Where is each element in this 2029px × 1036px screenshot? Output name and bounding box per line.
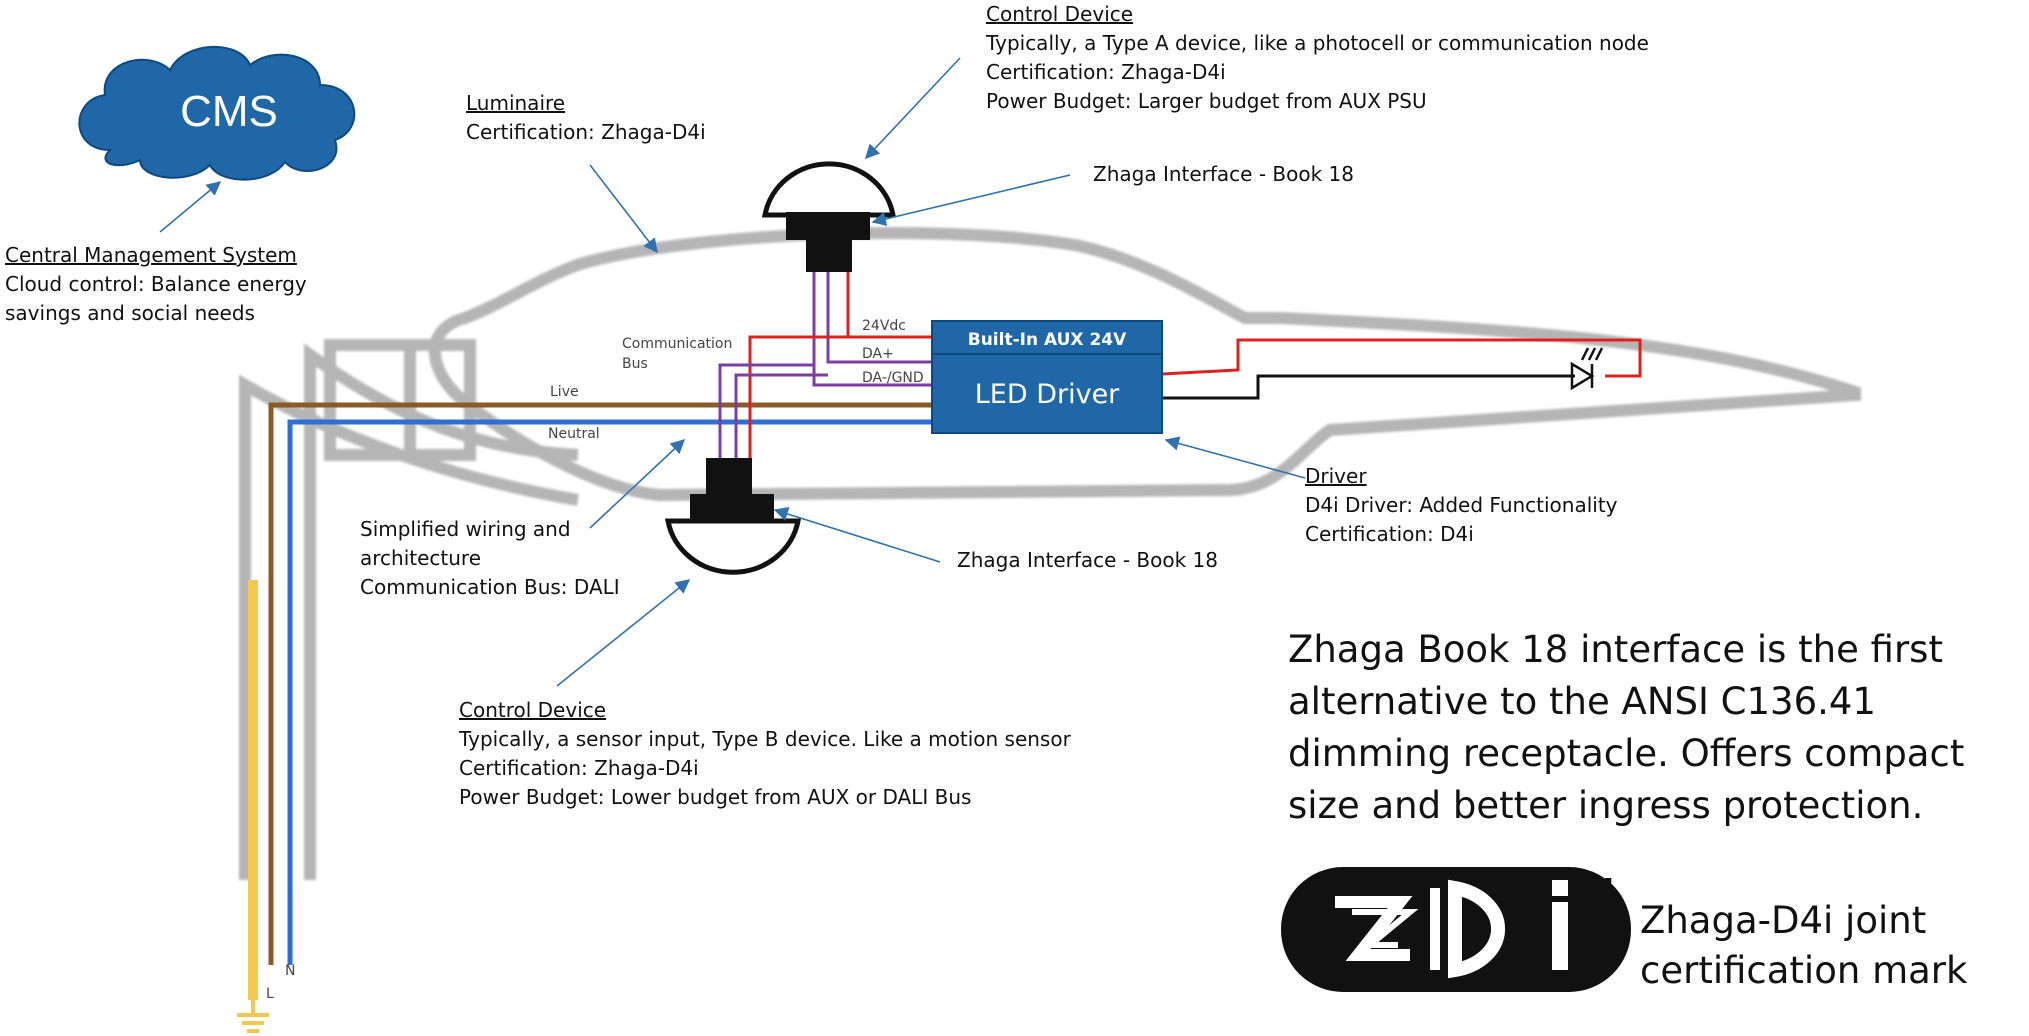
central-heading: Central Management System [5, 243, 297, 267]
top-control-line-2: Certification: Zhaga-D4i [986, 60, 1226, 84]
statement-text: Zhaga Book 18 interface is the first alt… [1288, 628, 1965, 827]
bottom-control-line-1: Typically, a sensor input, Type B device… [459, 727, 1071, 751]
bottom-control-callout: Control Device Typically, a sensor input… [459, 696, 1071, 812]
label-da-gnd: DA-/GND [862, 370, 924, 386]
driver-label: LED Driver [975, 379, 1120, 410]
live-wire [268, 402, 932, 965]
central-line-1: Cloud control: Balance energy [5, 272, 307, 296]
cms-label: CMS [180, 87, 278, 136]
simplified-line-1: Simplified wiring and [360, 517, 571, 541]
simplified-line-2: architecture [360, 546, 482, 570]
label-n: N [285, 963, 295, 979]
top-control-heading: Control Device [986, 2, 1134, 26]
top-control-line-3: Power Budget: Larger budget from AUX PSU [986, 89, 1427, 113]
cert-caption-line-2: certification mark [1640, 949, 1968, 992]
zd4i-superscript: 4 [1596, 872, 1615, 905]
zhaga-interface-top: Zhaga Interface - Book 18 [1093, 162, 1354, 186]
label-neutral: Neutral [548, 426, 600, 442]
driver-line-2: Certification: D4i [1305, 522, 1474, 546]
led-wiring [1161, 338, 1642, 400]
callout-arrows [159, 57, 1306, 687]
cert-caption-line-1: Zhaga-D4i joint [1640, 899, 1927, 942]
led-driver-box: Built-In AUX 24V LED Driver [931, 320, 1163, 434]
label-24vdc: 24Vdc [862, 318, 906, 334]
neutral-wire [287, 419, 932, 965]
luminaire-outline [239, 227, 1861, 880]
bottom-control-line-3: Power Budget: Lower budget from AUX or D… [459, 785, 972, 809]
led-diode-icon [1570, 347, 1604, 391]
zd4i-logo: 4 [1281, 867, 1631, 992]
luminaire-heading: Luminaire [466, 91, 566, 115]
ground-icon [237, 1000, 269, 1033]
control-wiring [718, 270, 932, 460]
simplified-callout: Simplified wiring and architecture Commu… [360, 515, 620, 602]
bottom-control-heading: Control Device [459, 698, 607, 722]
zhaga-interface-bottom: Zhaga Interface - Book 18 [957, 548, 1218, 572]
label-live: Live [550, 384, 579, 400]
label-l: L [266, 986, 274, 1002]
driver-line-1: D4i Driver: Added Functionality [1305, 493, 1618, 517]
central-line-2: savings and social needs [5, 301, 255, 325]
driver-heading: Driver [1305, 464, 1367, 488]
top-control-line-1: Typically, a Type A device, like a photo… [986, 31, 1649, 55]
simplified-line-3: Communication Bus: DALI [360, 575, 620, 599]
cms-cloud-icon: CMS [78, 45, 356, 181]
cert-mark-caption: Zhaga-D4i joint certification mark [1640, 896, 1967, 996]
label-da-plus: DA+ [862, 346, 894, 362]
central-management-callout: Central Management System Cloud control:… [5, 241, 307, 328]
driver-callout: Driver D4i Driver: Added Functionality C… [1305, 462, 1618, 549]
label-comm-2: Bus [622, 356, 648, 372]
top-control-callout: Control Device Typically, a Type A devic… [986, 0, 1649, 116]
aux-label: Built-In AUX 24V [968, 330, 1127, 350]
label-comm-1: Communication [622, 336, 732, 352]
bottom-control-device-icon [664, 458, 802, 575]
luminaire-line-1: Certification: Zhaga-D4i [466, 120, 706, 144]
top-control-device-icon [761, 161, 897, 272]
luminaire-callout: Luminaire Certification: Zhaga-D4i [466, 89, 706, 147]
bottom-control-line-2: Certification: Zhaga-D4i [459, 756, 699, 780]
